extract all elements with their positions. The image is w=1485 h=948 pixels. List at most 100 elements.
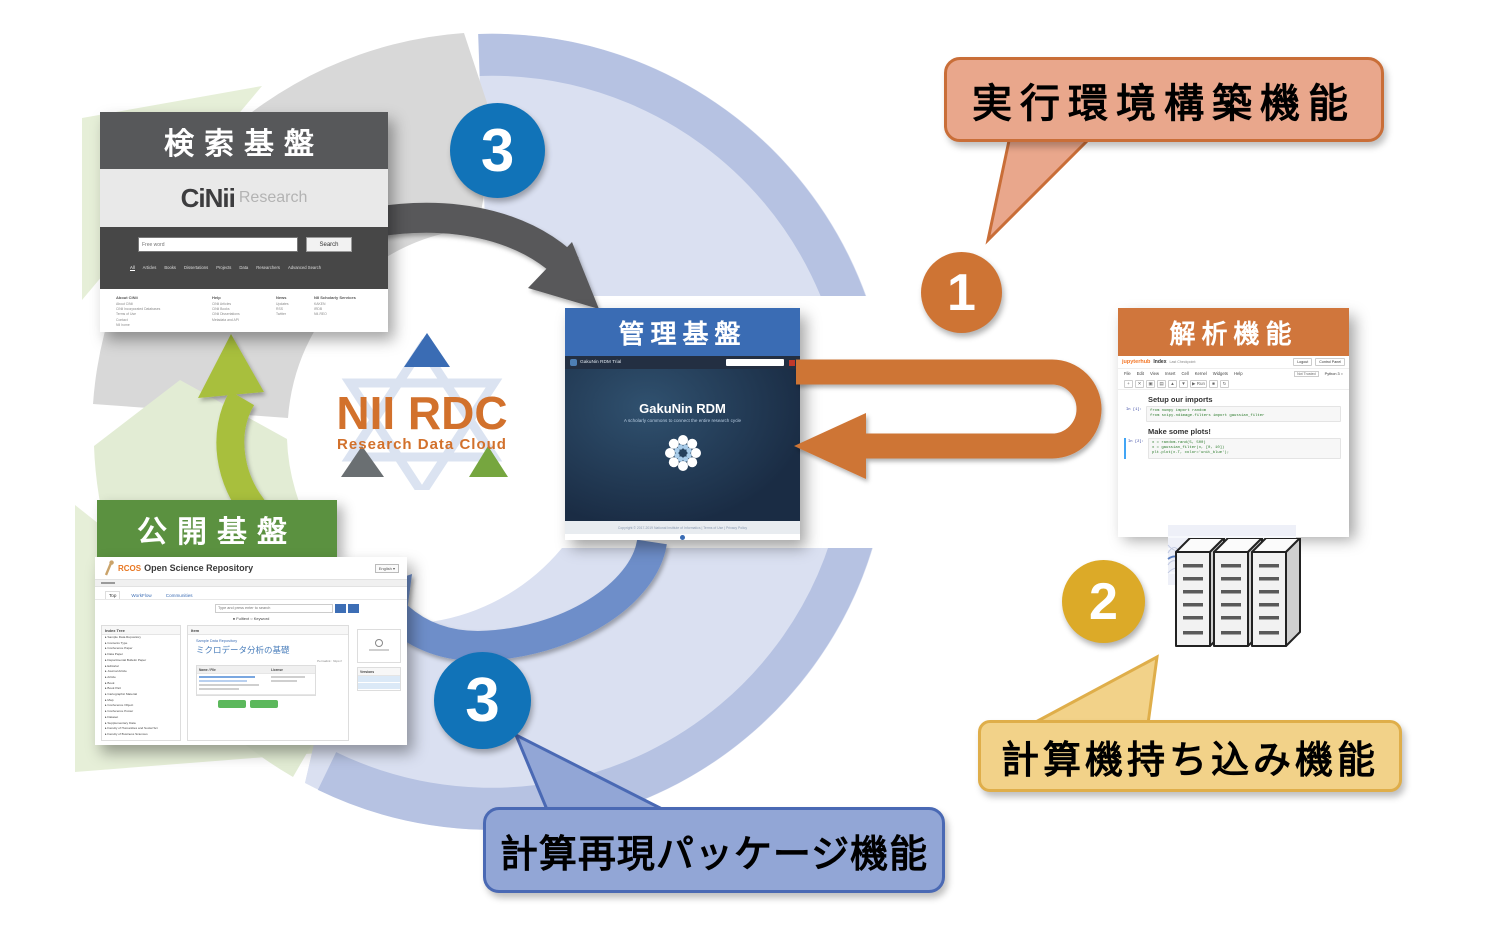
cn-flink[interactable]: Updates	[276, 302, 289, 306]
os-titem[interactable]: ▸ Faculty of Humanities and Social Sci	[105, 726, 158, 731]
jp-tool[interactable]: ■	[1208, 379, 1218, 388]
cn-flink[interactable]: About CiNii	[116, 302, 133, 306]
jp-tool[interactable]: ▼	[1179, 379, 1188, 388]
cn-flink[interactable]: Contact	[116, 317, 128, 322]
cn-flink[interactable]: RSS	[276, 307, 283, 312]
os-titem[interactable]: ▸ Departmental Bulletin Paper	[105, 657, 147, 662]
os-tab[interactable]: Communities	[165, 593, 193, 598]
jp-codeline: plt.plot(x.T, color='unit_blue');	[1152, 450, 1230, 455]
cn-flink[interactable]: CiNii Books	[212, 307, 230, 312]
os-titem[interactable]: ▸ Contents Type	[105, 640, 128, 645]
logout-button[interactable]: Logout	[1293, 358, 1313, 366]
code-cell-2[interactable]: In [2]: x = random.rand(5, 500)x = gauss…	[1124, 437, 1341, 459]
cn-navitem[interactable]: Books	[164, 265, 177, 270]
cn-flink[interactable]: CiNii Incorporated Databases	[116, 307, 161, 312]
jp-menu[interactable]: Cell	[1181, 371, 1189, 376]
gakunin-signin-button[interactable]	[789, 359, 795, 366]
os-titem[interactable]: ▸ Editorial	[105, 663, 119, 668]
jp-codeline: x = random.rand(5, 500)	[1152, 440, 1206, 445]
cn-flink[interactable]: IRDB	[314, 307, 323, 312]
logo-title: NII RDC	[336, 387, 507, 439]
os-titem[interactable]: ▸ Conference Paper	[105, 646, 133, 651]
cn-navitem[interactable]: Projects	[216, 265, 232, 270]
compute-bubble-tail	[1031, 654, 1159, 726]
os-titem[interactable]: ▸ Conference Object	[105, 703, 134, 708]
repository-menu-button[interactable]	[348, 603, 359, 613]
jp-menu[interactable]: Help	[1233, 371, 1243, 376]
os-titem[interactable]: ▸ Dataset	[105, 714, 119, 719]
cn-flink[interactable]: Twitter	[276, 312, 286, 317]
version-row[interactable]	[358, 683, 400, 690]
cn-flink[interactable]: NII-REO	[314, 312, 327, 317]
item-breadcrumb-link[interactable]: Sample Data Repository	[196, 639, 238, 643]
repository-search-input[interactable]	[215, 603, 333, 613]
weko-menu-strip	[95, 579, 407, 587]
search-window: 検索基盤 CiNii Research Search AllArticlesBo…	[100, 112, 388, 332]
control-panel-button[interactable]: Control Panel	[1315, 358, 1345, 366]
os-titem[interactable]: ▸ Conference Poster	[105, 709, 134, 714]
cn-flink[interactable]: KAKEN	[314, 302, 326, 306]
nii-footer-icon	[680, 534, 685, 540]
cn-flink[interactable]: CiNii Dissertations	[212, 312, 240, 317]
jp-tool[interactable]: ✕	[1135, 379, 1144, 388]
bring-computer-bubble: 計算機持ち込み機能	[978, 720, 1402, 792]
os-titem[interactable]: ▸ Book	[105, 680, 115, 685]
os-titem[interactable]: ▸ Supplementary Data	[105, 720, 136, 725]
os-titem[interactable]: ▸ Faculty of Business Sciences	[105, 731, 148, 736]
notebook-menubar: File Edit View Insert Cell Kernel Widgets Help	[1124, 371, 1243, 376]
step-1-badge: 1	[921, 252, 1002, 333]
os-titem[interactable]: ▸ Cartographic Material	[105, 692, 137, 697]
os-tab[interactable]: Top	[105, 591, 121, 599]
jp-menu[interactable]: File	[1124, 371, 1131, 376]
os-tab[interactable]: WorkFlow	[131, 593, 152, 598]
os-titem[interactable]: ▸ Sample Data Repository	[105, 635, 141, 639]
search-mode-radios[interactable]: ● Fulltext ○ Keyword	[232, 616, 270, 621]
cn-flink[interactable]: NII home	[116, 322, 130, 327]
cn-flink[interactable]: CiNii Articles	[212, 302, 232, 306]
detail-button[interactable]	[250, 699, 278, 708]
package-bubble-tail	[513, 731, 669, 814]
cn-flink[interactable]: Terms of Use	[116, 312, 136, 317]
preview-button[interactable]	[218, 699, 246, 708]
os-titem[interactable]: ▸ Article	[105, 674, 116, 679]
jp-tool[interactable]: +	[1124, 379, 1133, 388]
os-titem[interactable]: ▸ Map	[105, 697, 114, 702]
jp-menu[interactable]: View	[1149, 371, 1159, 376]
logo-green-triangle	[469, 446, 508, 477]
cn-flink[interactable]: Metadata and API	[212, 317, 239, 322]
os-titem[interactable]: ▸ Data Paper	[105, 652, 124, 657]
jp-tool[interactable]: ▶ Run	[1190, 379, 1207, 388]
jp-menu[interactable]: Kernel	[1194, 371, 1207, 376]
cn-navitem[interactable]: Researchers	[256, 265, 280, 270]
search-button[interactable]: Search	[306, 237, 352, 252]
cn-navitem[interactable]: Articles	[142, 265, 157, 270]
cn-navitem[interactable]: Data	[239, 265, 249, 270]
cn-navitem[interactable]: All	[130, 265, 135, 271]
search-input[interactable]	[138, 237, 298, 252]
logo-gray-triangle	[341, 446, 384, 477]
cn-navitem[interactable]: Dissertations	[184, 265, 209, 270]
jp-tool[interactable]: ▲	[1168, 379, 1177, 388]
file-cell[interactable]	[197, 674, 269, 694]
repository-search-button[interactable]	[335, 603, 346, 613]
os-titem[interactable]: ▸ Journal Article	[105, 669, 127, 674]
jp-tool[interactable]: ↻	[1219, 379, 1229, 388]
os-titem[interactable]: ▸ Book Part	[105, 686, 121, 691]
analysis-window-title: 解析機能	[1118, 308, 1349, 356]
jupyterhub-logo: jupyterhub	[1122, 359, 1151, 365]
jp-menu[interactable]: Widgets	[1212, 371, 1228, 376]
gakunin-search-box[interactable]	[726, 359, 784, 366]
jp-menu[interactable]: Insert	[1164, 371, 1176, 376]
arrow-search-to-manage-head	[528, 242, 599, 309]
jp-tool[interactable]: ▤	[1157, 379, 1166, 388]
gakunin-hero-title: GakuNin RDM	[639, 401, 726, 416]
language-select[interactable]: English ▾	[374, 563, 399, 573]
cn-navitem[interactable]: Advanced Search	[287, 265, 322, 270]
jp-menu[interactable]: Edit	[1136, 371, 1144, 376]
version-row[interactable]	[358, 676, 400, 683]
jp-tool[interactable]: ▣	[1146, 379, 1155, 388]
